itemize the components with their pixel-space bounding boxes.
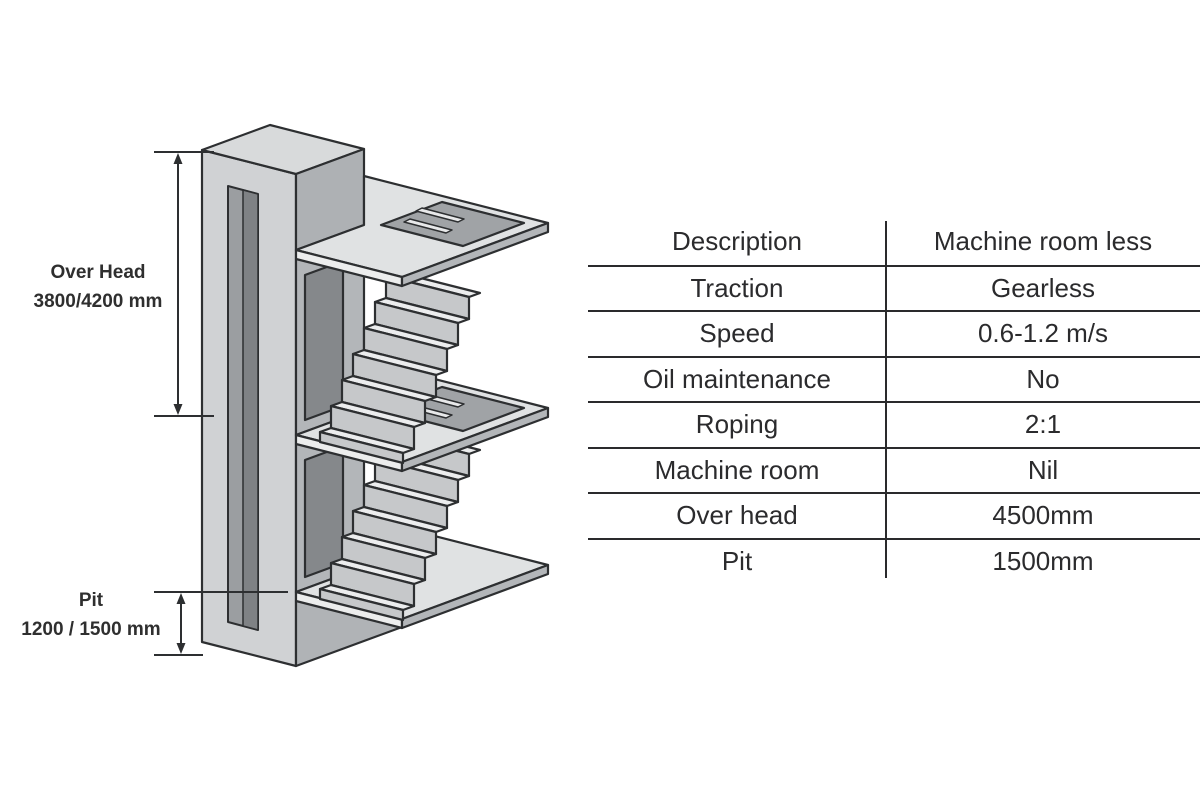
table-row: Roping 2:1 (588, 401, 1200, 447)
spec-label: Over head (676, 500, 798, 531)
table-row: Machine room Nil (588, 446, 1200, 493)
spec-value: 0.6-1.2 m/s (977, 318, 1109, 349)
spec-label: Machine room (654, 454, 820, 485)
spec-value: Machine room less (933, 226, 1153, 257)
pit-dimension-label: Pit 1200 / 1500 mm (5, 586, 177, 644)
table-row: Description Machine room less (588, 219, 1200, 265)
table-column-divider (885, 221, 887, 578)
elevator-shaft-diagram (154, 123, 550, 668)
spec-value: No (1026, 363, 1060, 394)
shaft-rail-channel-inner (242, 189, 259, 631)
spec-value: 4500mm (992, 500, 1094, 531)
table-row: Pit 1500mm (588, 537, 1200, 584)
spec-label: Roping (695, 409, 779, 440)
pit-value: 1200 / 1500 mm (21, 619, 161, 640)
table-row: Speed 0.6-1.2 m/s (588, 310, 1200, 356)
lower-door-recess (303, 444, 345, 579)
overhead-label: Over Head (50, 262, 146, 283)
spec-label: Description (671, 226, 803, 257)
upper-stairs (318, 270, 482, 465)
spec-value: Gearless (990, 272, 1096, 303)
spec-label: Pit (721, 545, 753, 576)
overhead-dimension-line (154, 151, 214, 417)
spec-label: Speed (699, 318, 775, 349)
pit-dimension-line (154, 591, 288, 656)
table-row: Oil maintenance No (588, 355, 1200, 402)
pit-label: Pit (78, 590, 104, 611)
overhead-dimension-label: Over Head 3800/4200 mm (15, 258, 181, 316)
spec-label: Oil maintenance (643, 363, 831, 394)
spec-value: 2:1 (1024, 409, 1062, 440)
spec-value: 1500mm (992, 545, 1094, 576)
overhead-value: 3800/4200 mm (33, 291, 163, 312)
spec-value: Nil (1027, 454, 1059, 485)
roof-slab (294, 174, 550, 288)
upper-door-recess (303, 259, 345, 422)
spec-label: Traction (690, 272, 784, 303)
spec-table: Description Machine room less Traction G… (588, 219, 1200, 583)
shaft-column (200, 123, 366, 668)
table-row: Traction Gearless (588, 264, 1200, 311)
table-row: Over head 4500mm (588, 492, 1200, 538)
